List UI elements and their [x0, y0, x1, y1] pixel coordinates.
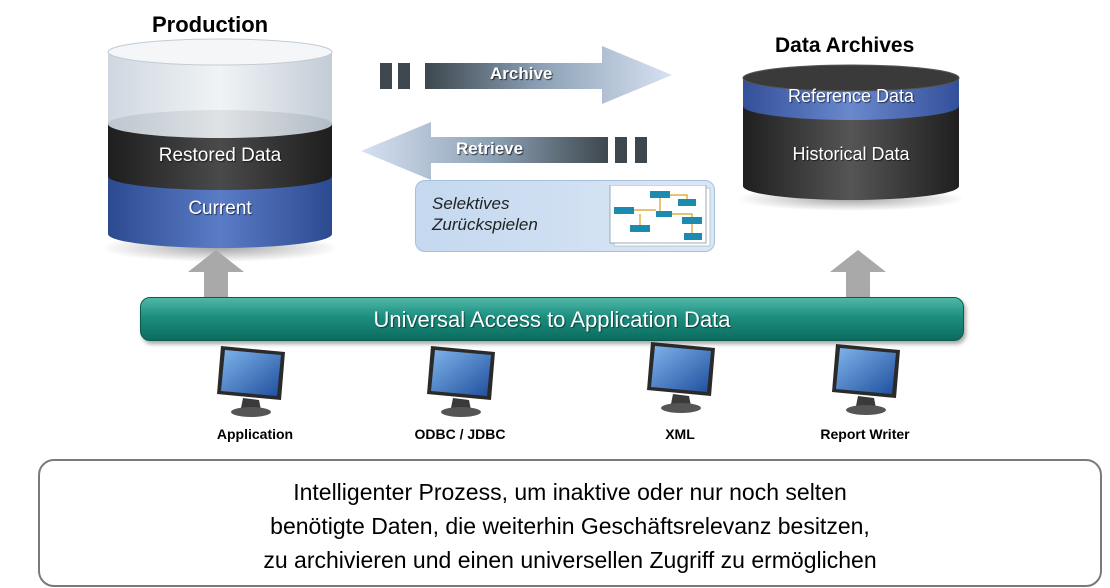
archive-arrow: Archive — [380, 44, 675, 106]
selective-line-1: Selektives — [432, 194, 510, 213]
archive-arrow-graphic — [380, 46, 672, 104]
client-odbc-jdbc: ODBC / JDBC — [385, 308, 535, 448]
retrieve-arrow-graphic — [361, 122, 647, 180]
current-label: Current — [188, 198, 252, 219]
universal-access-bar: Universal Access to Application Data — [140, 297, 964, 341]
client-report-writer: Report Writer — [790, 308, 940, 448]
data-archives-title: Data Archives — [775, 34, 915, 57]
monitor-icon — [647, 342, 715, 413]
archives-cylinder-graphic — [736, 64, 966, 211]
description-line-2: benötigte Daten, die weiterhin Geschäfts… — [270, 513, 870, 539]
historical-data-label: Historical Data — [792, 144, 910, 164]
flowchart-icon-graphic — [609, 184, 711, 247]
restored-data-label: Restored Data — [158, 145, 282, 166]
retrieve-label: Retrieve — [456, 139, 524, 158]
client-xml: XML — [605, 308, 755, 448]
client-label-application: Application — [216, 426, 294, 442]
retrieve-arrow: Retrieve — [358, 120, 653, 182]
client-label-xml: XML — [665, 426, 695, 442]
description-line-1: Intelligenter Prozess, um inaktive oder … — [293, 479, 847, 505]
reference-data-label: Reference Data — [787, 86, 915, 106]
client-label-report-writer: Report Writer — [820, 426, 910, 442]
monitor-icon — [427, 346, 495, 417]
up-arrow-left — [186, 248, 246, 300]
up-arrow-right — [828, 248, 888, 300]
description-box: Intelligenter Prozess, um inaktive oder … — [38, 459, 1102, 587]
client-application: Application — [180, 308, 330, 448]
monitor-icon — [832, 344, 900, 415]
selective-restore-text: Selektives Zurückspielen — [432, 193, 538, 235]
production-title: Production — [152, 12, 269, 37]
description-line-3: zu archivieren und einen universellen Zu… — [263, 547, 877, 573]
archive-label: Archive — [490, 64, 553, 83]
archives-database-cylinder: Reference Data Historical Data — [736, 62, 966, 212]
universal-access-label: Universal Access to Application Data — [373, 307, 731, 332]
flowchart-icon — [608, 184, 712, 247]
selective-line-2: Zurückspielen — [432, 215, 538, 234]
up-arrow-right-graphic — [830, 250, 886, 300]
production-database-cylinder: Restored Data Current — [100, 38, 340, 263]
selective-restore-box: Selektives Zurückspielen — [415, 180, 715, 252]
production-cylinder-graphic — [100, 38, 340, 262]
client-label-odbc-jdbc: ODBC / JDBC — [414, 426, 506, 442]
monitor-icon — [217, 346, 285, 417]
up-arrow-left-graphic — [188, 250, 244, 300]
